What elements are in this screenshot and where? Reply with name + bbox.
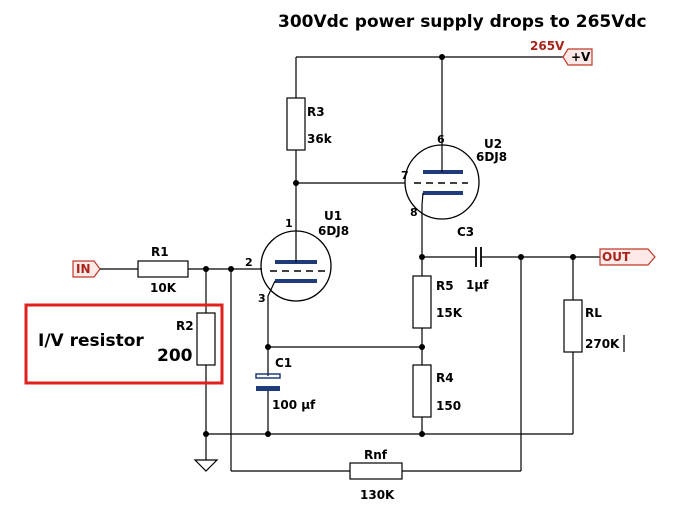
resistor-rnf: Rnf 130K xyxy=(230,257,522,502)
input-port-flag xyxy=(72,260,101,278)
output-port: OUT xyxy=(599,248,656,266)
u1-pin-grid: 2 xyxy=(245,256,253,269)
resistor-r3: R3 36k xyxy=(286,97,333,231)
r4-value: 150 xyxy=(436,399,461,413)
r3-value: 36k xyxy=(307,132,333,146)
u2-pin-grid: 7 xyxy=(401,169,409,182)
r3-ref: R3 xyxy=(307,105,325,119)
resistor-rl: RL 270K xyxy=(563,257,625,434)
ground-symbol xyxy=(193,459,219,472)
callout-text: I/V resistor xyxy=(38,331,144,351)
c1-value: 100 µf xyxy=(272,398,316,412)
c3-ref: C3 xyxy=(457,225,474,239)
r4-ref: R4 xyxy=(436,371,454,385)
r2-ref: R2 xyxy=(176,319,194,333)
supply-voltage-label: 265V xyxy=(530,39,565,53)
diagram-title: 300Vdc power supply drops to 265Vdc xyxy=(278,12,647,32)
r5-value: 15K xyxy=(436,306,463,320)
rnf-value: 130K xyxy=(360,488,395,502)
supply-port-flag xyxy=(562,48,593,66)
u1-pin-plate: 1 xyxy=(285,217,293,230)
u1-type: 6DJ8 xyxy=(318,224,349,238)
input-port-label: IN xyxy=(76,262,91,276)
u1-pin-cathode: 3 xyxy=(258,292,266,305)
supply-rail xyxy=(295,54,568,140)
u2-pin-plate: 6 xyxy=(437,133,445,146)
tube-u2: 6 7 8 U2 6DJ8 xyxy=(401,133,507,257)
callout-box xyxy=(24,303,224,385)
capacitor-c1: C1 100 µf xyxy=(255,347,316,434)
c1-ref: C1 xyxy=(275,356,292,370)
resistor-r2: R2 xyxy=(176,269,216,460)
supply-port: 265V +V xyxy=(530,39,593,66)
resistor-r1: R1 10K xyxy=(137,245,189,295)
callout-value: 200 xyxy=(157,346,193,366)
rl-ref: RL xyxy=(585,306,602,320)
capacitor-c3: C3 1µf xyxy=(422,225,600,292)
output-port-flag xyxy=(599,248,656,266)
c3-value: 1µf xyxy=(466,278,489,292)
r1-value: 10K xyxy=(150,281,177,295)
iv-resistor-callout: I/V resistor 200 xyxy=(24,303,224,385)
input-port: IN xyxy=(72,260,101,278)
u1-ref: U1 xyxy=(324,209,342,223)
u2-type: 6DJ8 xyxy=(476,150,507,164)
rl-value: 270K xyxy=(585,337,620,351)
u2-pin-cathode: 8 xyxy=(410,206,418,219)
resistor-r4: R4 150 xyxy=(412,364,461,434)
u2-ref: U2 xyxy=(484,137,502,151)
r5-ref: R5 xyxy=(436,279,454,293)
rnf-ref: Rnf xyxy=(364,448,388,462)
output-port-label: OUT xyxy=(602,250,631,264)
resistor-r5: R5 15K xyxy=(412,257,463,365)
supply-port-label: +V xyxy=(571,50,591,64)
tube-u1: 1 2 3 U1 6DJ8 xyxy=(245,209,349,347)
r1-ref: R1 xyxy=(151,245,169,259)
